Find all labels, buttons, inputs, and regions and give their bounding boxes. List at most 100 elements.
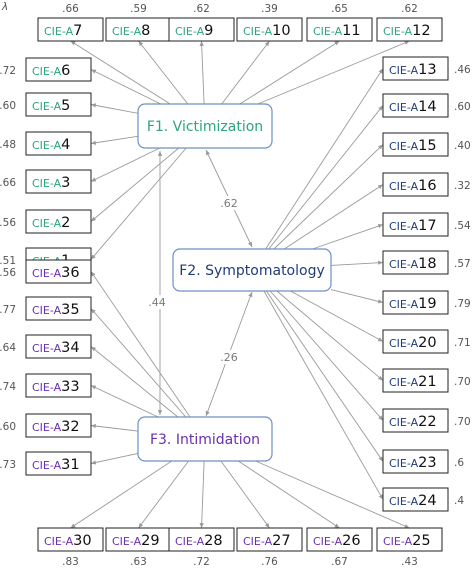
item-number: 16 xyxy=(418,178,436,194)
item-prefix: CIE-A xyxy=(313,535,343,548)
item-number: 4 xyxy=(61,137,70,153)
loading-value: .56 xyxy=(0,267,16,279)
item-box xyxy=(25,296,92,321)
item-22: CIE-A22 xyxy=(382,408,449,433)
item-box xyxy=(382,449,449,474)
item-prefix: CIE-A xyxy=(389,258,419,271)
item-number: 12 xyxy=(412,23,430,39)
loading-arrow xyxy=(330,289,384,304)
item-23: CIE-A23 xyxy=(382,449,449,474)
item-prefix: CIE-A xyxy=(389,298,419,311)
loading-value: .72 xyxy=(193,556,210,568)
loading-value: .46 xyxy=(454,64,471,76)
loading-arrow xyxy=(90,147,180,222)
loading-arrow xyxy=(283,184,384,250)
item-13: CIE-A13 xyxy=(382,56,449,81)
correlation-value: .44 xyxy=(148,296,166,309)
item-prefix: CIE-A xyxy=(389,495,419,508)
item-18: CIE-A18 xyxy=(382,250,449,275)
item-number: 21 xyxy=(418,374,436,390)
loading-value: .65 xyxy=(331,3,348,15)
item-box xyxy=(382,408,449,433)
item-prefix: CIE-A xyxy=(32,459,62,472)
item-label: CIE-A31 xyxy=(32,457,80,473)
loading-value: .62 xyxy=(401,3,418,15)
loading-value: .60 xyxy=(454,101,471,113)
item-box xyxy=(376,527,443,552)
item-prefix: CIE-A xyxy=(389,220,419,233)
item-14: CIE-A14 xyxy=(382,93,449,118)
item-box xyxy=(37,527,104,552)
item-prefix: CIE-A xyxy=(389,337,419,350)
item-box xyxy=(25,451,92,476)
loading-arrow xyxy=(90,308,187,418)
item-box xyxy=(25,209,92,234)
item-prefix: CIE-A xyxy=(243,535,273,548)
item-label: CIE-A27 xyxy=(243,533,291,549)
item-number: 30 xyxy=(73,533,91,549)
correlation-label-bg xyxy=(216,350,242,364)
loading-value: .74 xyxy=(0,381,16,393)
item-prefix: CIE-A xyxy=(175,535,205,548)
loading-value: .83 xyxy=(62,556,79,568)
loading-value: .54 xyxy=(454,220,471,232)
item-box xyxy=(382,487,449,512)
item-label: CIE-A30 xyxy=(44,533,92,549)
factor-F3: F3. Intimidation xyxy=(137,416,273,462)
loading-value: .62 xyxy=(193,3,210,15)
item-number: 11 xyxy=(342,23,360,39)
loading-value: .64 xyxy=(0,342,16,354)
item-number: 8 xyxy=(141,23,150,39)
loading-arrow xyxy=(90,346,179,418)
item-prefix: CIE-A xyxy=(383,25,413,38)
loading-arrow xyxy=(90,423,139,432)
item-number: 26 xyxy=(342,533,360,549)
correlation-label-bg xyxy=(144,295,170,309)
item-30: CIE-A30 xyxy=(37,527,104,552)
loading-value: .73 xyxy=(0,459,16,471)
item-number: 15 xyxy=(418,138,436,154)
item-8: CIE-A8 xyxy=(105,17,172,42)
loading-value: .63 xyxy=(130,556,147,568)
item-label: CIE-A18 xyxy=(389,256,437,272)
loading-arrow xyxy=(90,385,159,418)
item-label: CIE-A21 xyxy=(389,374,437,390)
item-label: CIE-A5 xyxy=(32,98,70,114)
loading-value: .67 xyxy=(331,556,348,568)
loading-value: .4 xyxy=(454,495,464,507)
item-prefix: CIE-A xyxy=(112,535,142,548)
loading-value: .79 xyxy=(454,298,471,310)
item-label: CIE-A36 xyxy=(32,265,80,281)
factor-box xyxy=(137,103,273,149)
item-26: CIE-A26 xyxy=(306,527,373,552)
item-prefix: CIE-A xyxy=(389,457,419,470)
item-prefix: CIE-A xyxy=(389,101,419,114)
item-17: CIE-A17 xyxy=(382,212,449,237)
item-prefix: CIE-A xyxy=(32,217,62,230)
item-7: CIE-A7 xyxy=(37,17,104,42)
loading-arrow xyxy=(268,105,384,250)
item-prefix: CIE-A xyxy=(32,177,62,190)
item-label: CIE-A24 xyxy=(389,493,437,509)
item-prefix: CIE-A xyxy=(389,180,419,193)
loading-arrow xyxy=(255,460,410,529)
item-number: 17 xyxy=(418,218,436,234)
item-prefix: CIE-A xyxy=(32,304,62,317)
item-number: 31 xyxy=(61,457,79,473)
item-29: CIE-A29 xyxy=(105,527,172,552)
correlations-layer: .62.44.26 xyxy=(144,149,253,417)
item-15: CIE-A15 xyxy=(382,132,449,157)
loading-arrow xyxy=(199,460,205,529)
loading-arrow xyxy=(290,290,384,342)
loading-arrow xyxy=(90,147,161,182)
item-33: CIE-A33 xyxy=(25,373,92,398)
item-34: CIE-A34 xyxy=(25,334,92,359)
item-number: 32 xyxy=(61,419,79,435)
item-number: 2 xyxy=(61,215,70,231)
item-number: 27 xyxy=(272,533,290,549)
item-box xyxy=(25,169,92,194)
item-number: 14 xyxy=(418,99,436,115)
item-label: CIE-A17 xyxy=(389,218,437,234)
loading-value: .66 xyxy=(0,177,16,189)
